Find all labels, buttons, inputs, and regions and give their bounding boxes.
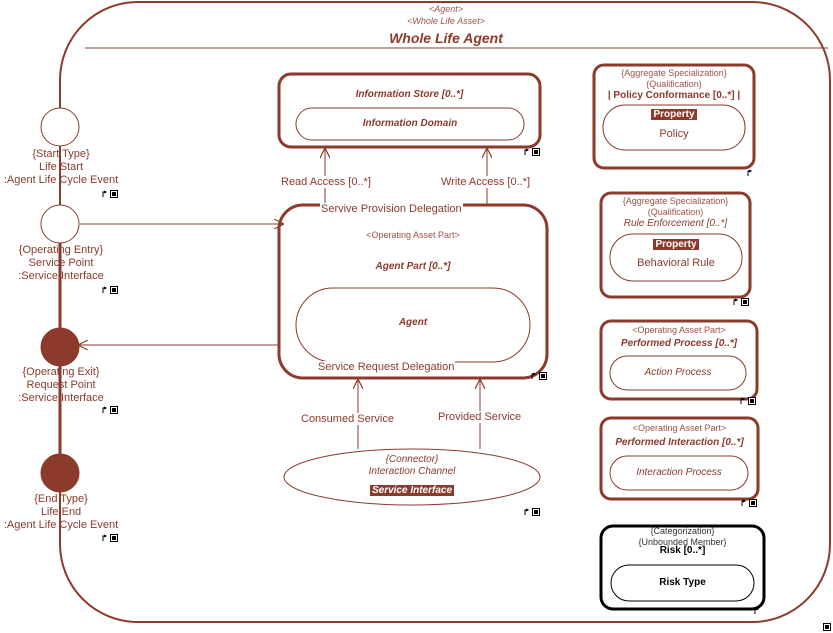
rule-stereotype-2: (Qualification)	[647, 207, 704, 217]
policy-label: Policy	[659, 128, 689, 140]
risk-stereotype-2: {Unbounded Member}	[638, 537, 727, 547]
interaction-box[interactable]	[599, 416, 760, 501]
hyperlink-icon[interactable]	[102, 286, 118, 294]
port-name: Life Start	[38, 161, 84, 173]
interaction-title: Performed Interaction [0..*]	[615, 437, 744, 448]
interaction-inner-box[interactable]	[609, 455, 749, 491]
hyperlink-icon[interactable]	[524, 148, 540, 156]
hyperlink-icon[interactable]	[740, 397, 756, 405]
connector-stereotype: {Connector}	[385, 454, 439, 465]
port-label-request-point: {Operating Exit} Request Point :Service …	[0, 366, 122, 405]
process-stereotype: <Operating Asset Part>	[632, 325, 726, 335]
process-inner-box[interactable]	[609, 355, 747, 391]
risk-inner-box[interactable]	[610, 564, 755, 602]
agent-part-title: Agent Part [0..*]	[375, 261, 451, 272]
port-name: Life End	[40, 506, 82, 518]
provision-delegation-label: Servive Provision Delegation	[320, 203, 463, 215]
policy-inner-box[interactable]	[602, 104, 746, 151]
policy-stereotype-1: {Aggregate Specialization}	[621, 68, 727, 78]
risk-title: Risk [0..*]	[659, 545, 706, 556]
rule-inner-box[interactable]	[609, 233, 743, 282]
hyperlink-icon[interactable]	[754, 607, 770, 615]
port-label-service-point: {Operating Entry} Service Point :Service…	[0, 244, 122, 283]
consumed-service-label: Consumed Service	[301, 413, 394, 425]
port-type: :Service Interface	[18, 270, 104, 282]
process-box[interactable]	[599, 319, 759, 401]
interaction-process-label: Interaction Process	[636, 467, 722, 478]
port-stereo: {Operating Exit}	[22, 366, 100, 378]
interaction-channel-ellipse[interactable]	[283, 448, 541, 506]
rule-box[interactable]	[599, 191, 752, 299]
information-domain-box[interactable]	[295, 107, 525, 141]
information-store-title: Information Store [0..*]	[355, 89, 464, 100]
port-service-point[interactable]	[40, 204, 80, 244]
hyperlink-icon[interactable]	[741, 499, 757, 507]
rule-stereotype-1: {Aggregate Specialization}	[622, 196, 729, 206]
hyperlink-icon[interactable]	[102, 406, 118, 414]
agent-stereotype-1: <Agent>	[428, 4, 464, 14]
interaction-stereotype: <Operating Asset Part>	[632, 423, 727, 433]
read-access-label: Read Access [0..*]	[281, 176, 371, 188]
hyperlink-icon[interactable]	[815, 623, 831, 631]
hyperlink-icon[interactable]	[531, 372, 547, 380]
hyperlink-icon[interactable]	[733, 298, 749, 306]
agent-stereotype-2: <Whole Life Asset>	[407, 16, 485, 26]
action-process-label: Action Process	[644, 367, 712, 378]
policy-title: | Policy Conformance [0..*] |	[607, 90, 741, 101]
provided-service-label: Provided Service	[438, 411, 522, 423]
rule-label: Behavioral Rule	[637, 257, 715, 269]
port-stereo: {Start Type}	[32, 148, 90, 160]
information-store-box[interactable]	[277, 72, 542, 149]
policy-band-wrap: Property	[603, 104, 745, 122]
port-stereo: {Operating Entry}	[18, 244, 104, 256]
port-type: :Agent Life Cycle Event	[3, 174, 119, 186]
write-access-label: Write Access [0..*]	[441, 176, 531, 188]
agent-label: Agent	[398, 317, 428, 328]
port-name: Request Point	[26, 379, 96, 391]
agent-title: Whole Life Agent	[389, 30, 503, 46]
rule-property-band: Property	[653, 239, 699, 250]
policy-box[interactable]	[592, 63, 756, 170]
agent-part-stereotype: <Operating Asset Part>	[366, 230, 460, 240]
connector-name: Interaction Channel	[368, 466, 456, 477]
information-domain-label: Information Domain	[362, 118, 458, 129]
port-name: Service Point	[28, 257, 94, 269]
port-request-point[interactable]	[40, 327, 80, 367]
process-title: Performed Process [0..*]	[620, 338, 738, 349]
rule-title: Rule Enforcement [0..*]	[623, 218, 728, 229]
port-life-start[interactable]	[40, 107, 80, 147]
hyperlink-icon[interactable]	[102, 190, 118, 198]
risk-box[interactable]	[599, 524, 766, 611]
risk-type-label: Risk Type	[659, 577, 706, 588]
connector-type-wrap: Service Interface	[284, 480, 540, 498]
rule-band-wrap: Property	[610, 234, 742, 252]
hyperlink-icon[interactable]	[524, 508, 540, 516]
connector-type: Service Interface	[369, 485, 455, 496]
port-life-end[interactable]	[40, 453, 80, 493]
policy-property-band: Property	[651, 109, 697, 120]
port-type: :Agent Life Cycle Event	[3, 519, 119, 531]
request-delegation-label: Service Request Delegation	[317, 361, 456, 373]
port-label-life-end: {End Type} Life End :Agent Life Cycle Ev…	[0, 493, 122, 532]
port-type: :Service Interface	[18, 392, 104, 404]
risk-stereotype-1: {Categorization}	[650, 526, 715, 536]
hyperlink-icon[interactable]	[747, 169, 763, 177]
policy-stereotype-2: (Qualification)	[646, 79, 702, 89]
hyperlink-icon[interactable]	[102, 534, 118, 542]
port-stereo: {End Type}	[34, 493, 88, 505]
port-label-life-start: {Start Type} Life Start :Agent Life Cycl…	[0, 148, 122, 187]
